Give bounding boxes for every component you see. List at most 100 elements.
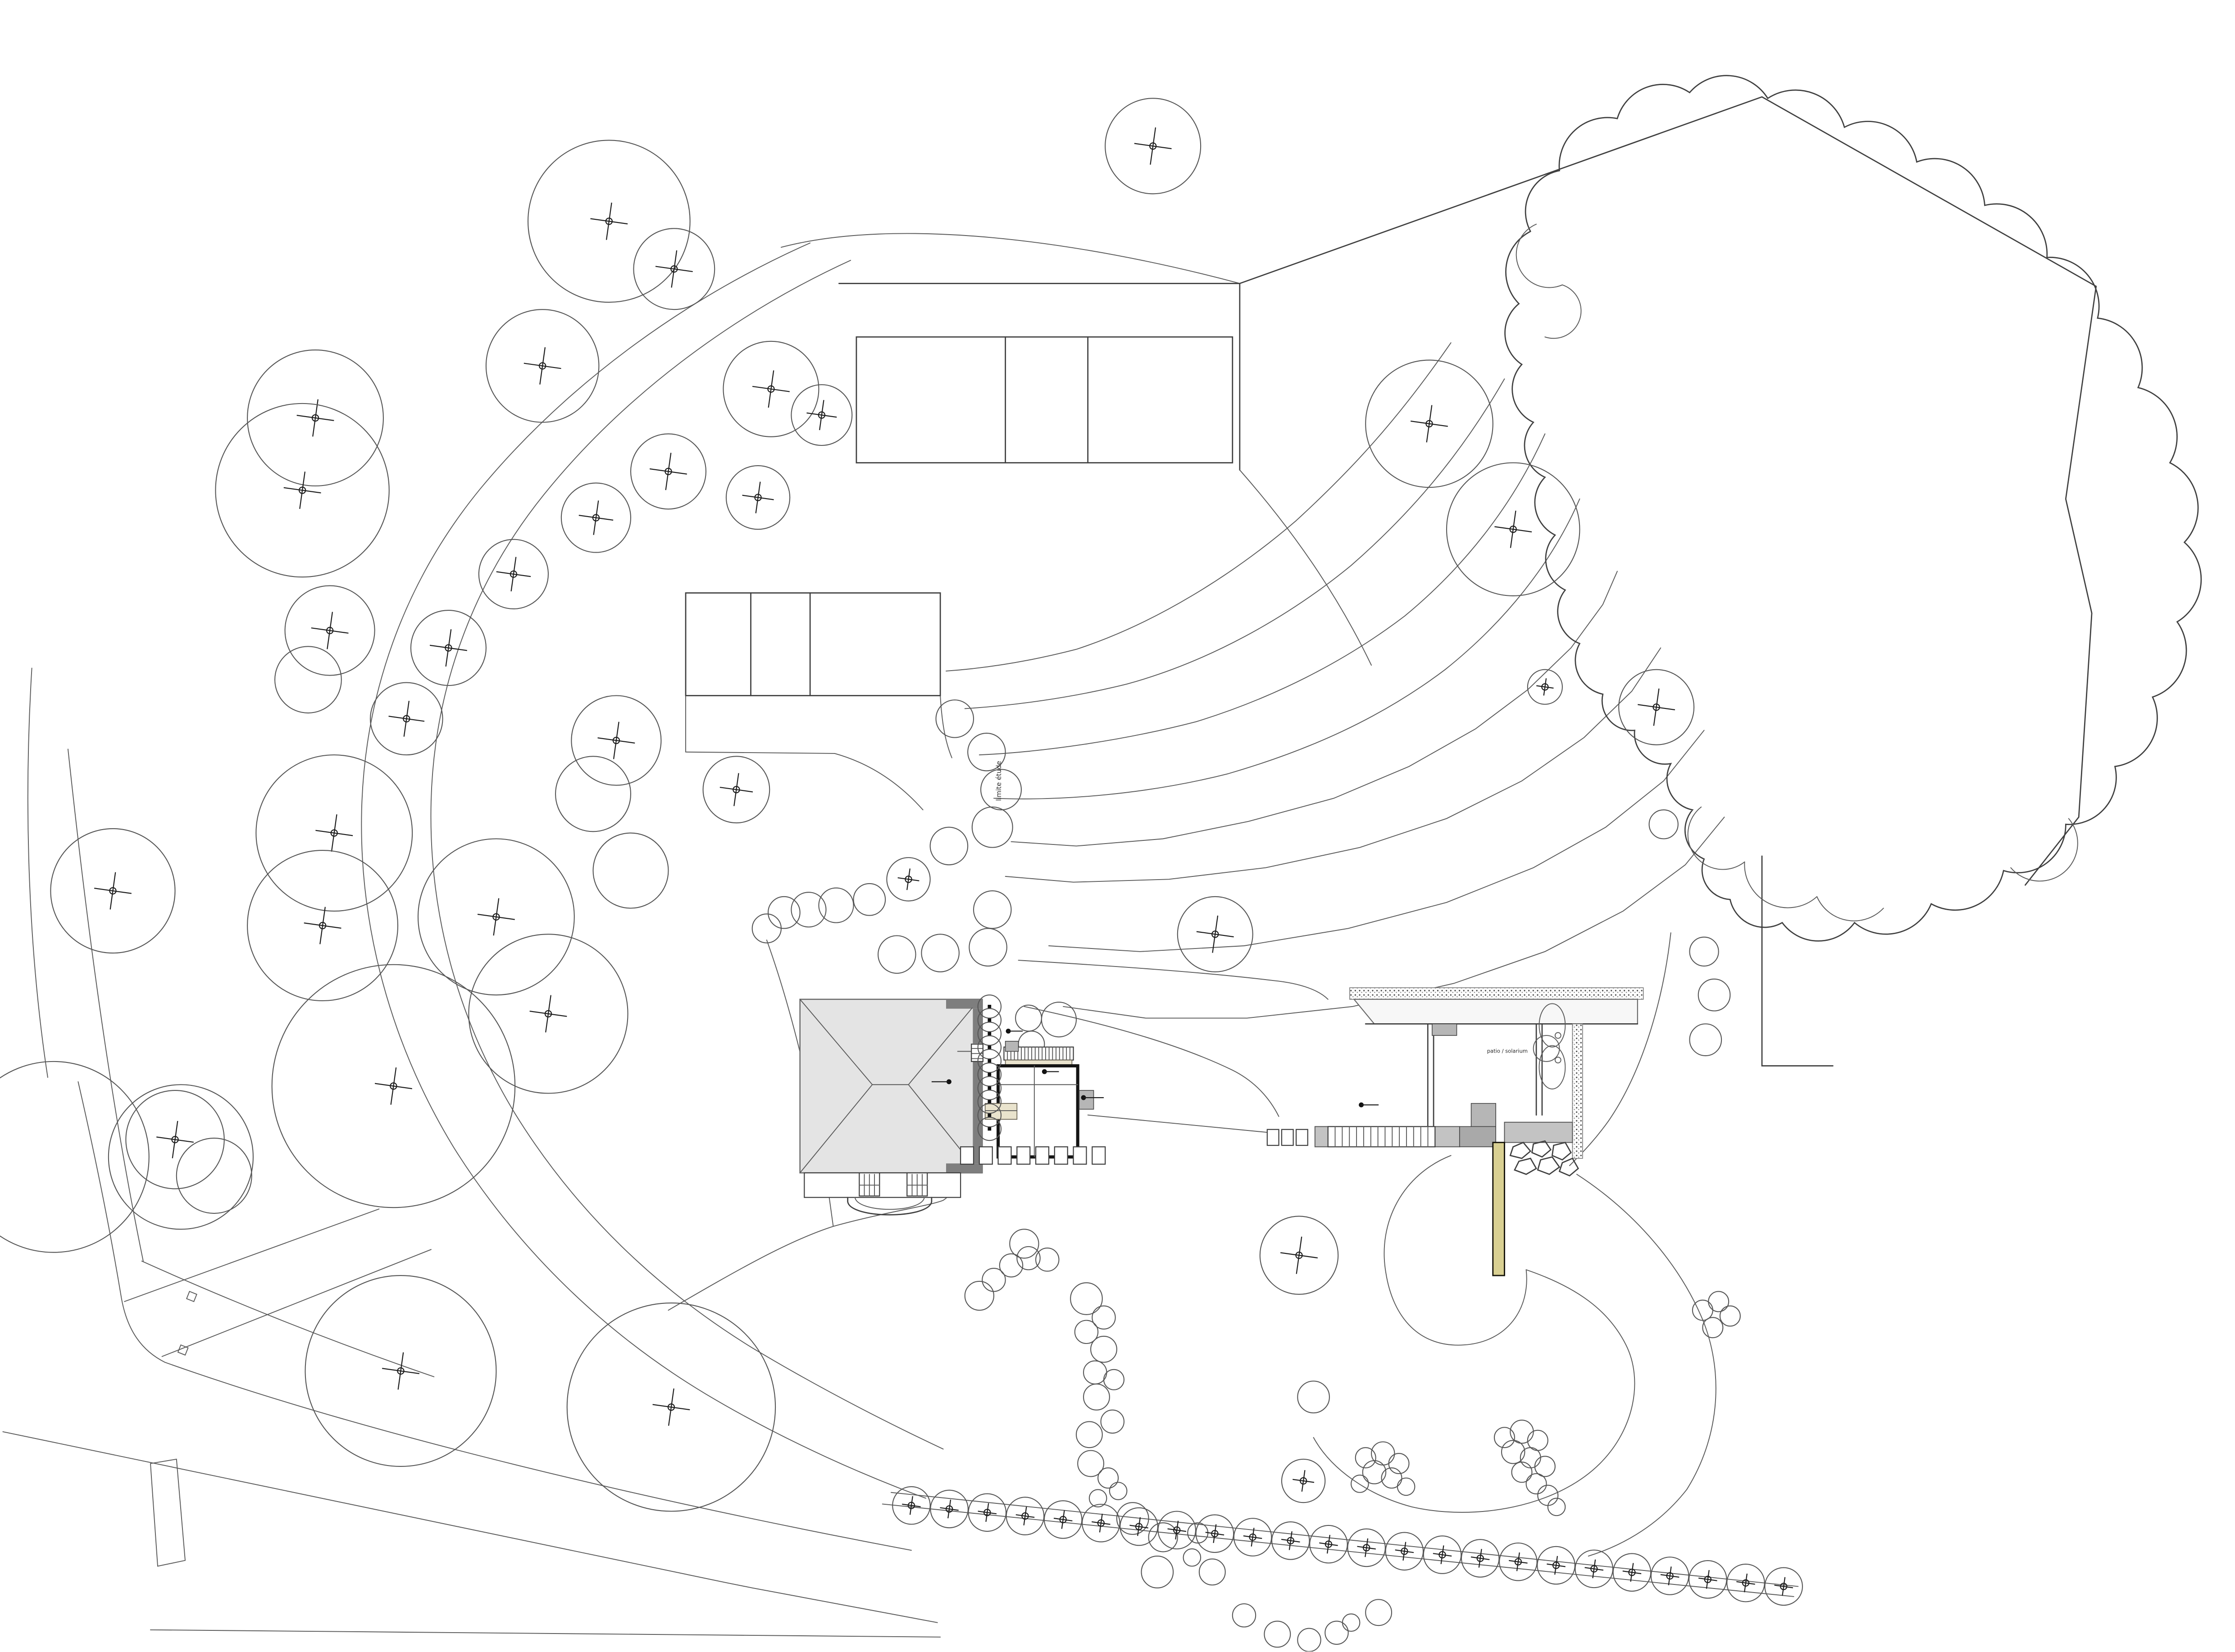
tree-trunk-dot — [1704, 1575, 1712, 1584]
tree-center-cross — [597, 722, 635, 759]
shrub-circle — [1388, 1453, 1410, 1475]
paver — [1092, 1146, 1106, 1165]
shrub-circle — [1016, 1246, 1041, 1271]
terrain-and-road-lines-layer — [2, 96, 2097, 1638]
shrub-circle — [964, 1280, 995, 1311]
foundation-shrub — [977, 1116, 1002, 1141]
shrub-center-square — [988, 1072, 992, 1076]
hedge-row-layer — [892, 1486, 1803, 1606]
shrub-circle — [1501, 1440, 1525, 1464]
paver — [1035, 1146, 1050, 1165]
tree-canopy-circle — [1041, 1002, 1077, 1038]
plan-rect — [973, 1061, 983, 1164]
boulder — [1531, 1140, 1552, 1158]
plan-line — [1353, 998, 1638, 1025]
tree-trunk-dot — [171, 1136, 179, 1144]
shrub-circle — [1537, 1484, 1559, 1506]
shrub-circle — [1708, 1291, 1730, 1312]
tree-center-cross — [1205, 1524, 1224, 1543]
tree-center-cross — [1470, 1549, 1490, 1568]
tree-trunk-dot — [492, 913, 500, 921]
paver — [960, 1146, 974, 1165]
shrub-circle — [1689, 936, 1719, 967]
tree-canopy-circle — [271, 964, 516, 1208]
tree-trunk-dot — [1425, 420, 1433, 428]
tree-canopy-circle — [1537, 1546, 1575, 1585]
tree-canopy-circle — [1082, 1503, 1120, 1543]
tree-trunk-dot — [1438, 1551, 1446, 1559]
tree-center-cross — [652, 1388, 690, 1426]
plan-ellipse — [1539, 1045, 1566, 1089]
tree-center-cross — [304, 907, 341, 944]
plan-rect — [685, 592, 941, 696]
keynote-tags-layer — [931, 1028, 1379, 1107]
plan-circle — [1554, 1032, 1561, 1039]
tree-trunk-dot — [1742, 1579, 1750, 1587]
plan-line — [1024, 1006, 1279, 1117]
tree-center-cross — [1053, 1510, 1073, 1529]
shrub-circle — [768, 896, 801, 929]
tree-trunk-dot — [298, 486, 306, 494]
tree-trunk-dot — [109, 887, 117, 895]
tree-canopy-circle — [369, 682, 443, 756]
plan-line — [177, 1344, 189, 1356]
plan-line — [361, 242, 927, 1499]
tree-canopy-circle — [274, 646, 342, 714]
plan-line — [780, 233, 1240, 284]
shrub-circle — [1103, 1369, 1124, 1390]
plan-line — [2, 1431, 938, 1623]
tree-canopy-circle — [930, 1489, 969, 1529]
shrub-circle — [1381, 1467, 1402, 1489]
tree-center-cross — [523, 347, 561, 385]
tree-canopy-circle — [527, 140, 691, 303]
tree-canopy-circle — [1043, 1500, 1083, 1539]
tree-canopy-circle — [0, 1061, 150, 1253]
plan-line — [1087, 1114, 1268, 1133]
shrub-center-square — [988, 1086, 992, 1090]
tree-center-cross — [978, 1503, 997, 1522]
plan-rect — [856, 336, 1234, 463]
tree-canopy-circle — [633, 228, 715, 310]
plan-line — [1427, 1023, 1543, 1127]
tree-trunk-dot — [1325, 1540, 1333, 1548]
plan-line — [906, 1174, 928, 1197]
tree-trunk-dot — [1666, 1572, 1674, 1580]
tree-canopy-circle — [1461, 1539, 1500, 1578]
tree-trunk-dot — [983, 1509, 991, 1516]
tree-center-cross — [719, 773, 753, 806]
tree-center-cross — [529, 995, 567, 1033]
shrub-center-square — [988, 1127, 992, 1131]
tree-trunk-dot — [1287, 1537, 1294, 1545]
shrub-center-square — [988, 1045, 992, 1049]
tree-trunk-dot — [1149, 142, 1157, 150]
tree-center-cross — [1293, 1470, 1315, 1492]
shrub-circle — [1183, 1548, 1202, 1567]
shrub-circle — [1351, 1475, 1369, 1493]
tree-canopy-circle — [478, 539, 549, 609]
tree-trunk-dot — [665, 467, 672, 475]
hatch-ticks — [1334, 1126, 1429, 1148]
shrub-circle — [1075, 1421, 1103, 1448]
shrub-circle — [1092, 1305, 1116, 1330]
tree-canopy-circle — [247, 850, 399, 1002]
tree-center-cross — [315, 814, 353, 852]
tree-canopy-circle — [1618, 669, 1695, 745]
tree-center-cross — [1134, 127, 1172, 165]
plan-rect — [1432, 1023, 1457, 1036]
tree-canopy-circle — [1297, 1380, 1330, 1414]
canopy-inner-arc — [1516, 223, 1563, 288]
plan-line — [77, 1081, 912, 1551]
tree-center-cross — [283, 472, 321, 509]
tree-center-cross — [1698, 1570, 1717, 1589]
boulder — [1558, 1157, 1579, 1177]
plan-line — [993, 498, 1580, 799]
shrub-circle — [1547, 1498, 1566, 1516]
shrub-circle — [1534, 1456, 1556, 1477]
tree-center-cross — [752, 370, 790, 408]
tree-center-cross — [1167, 1520, 1187, 1540]
foundation-shrub — [977, 1021, 1002, 1046]
tree-center-cross — [477, 898, 515, 936]
boulder — [1509, 1142, 1532, 1159]
tree-center-cross — [1660, 1566, 1680, 1585]
